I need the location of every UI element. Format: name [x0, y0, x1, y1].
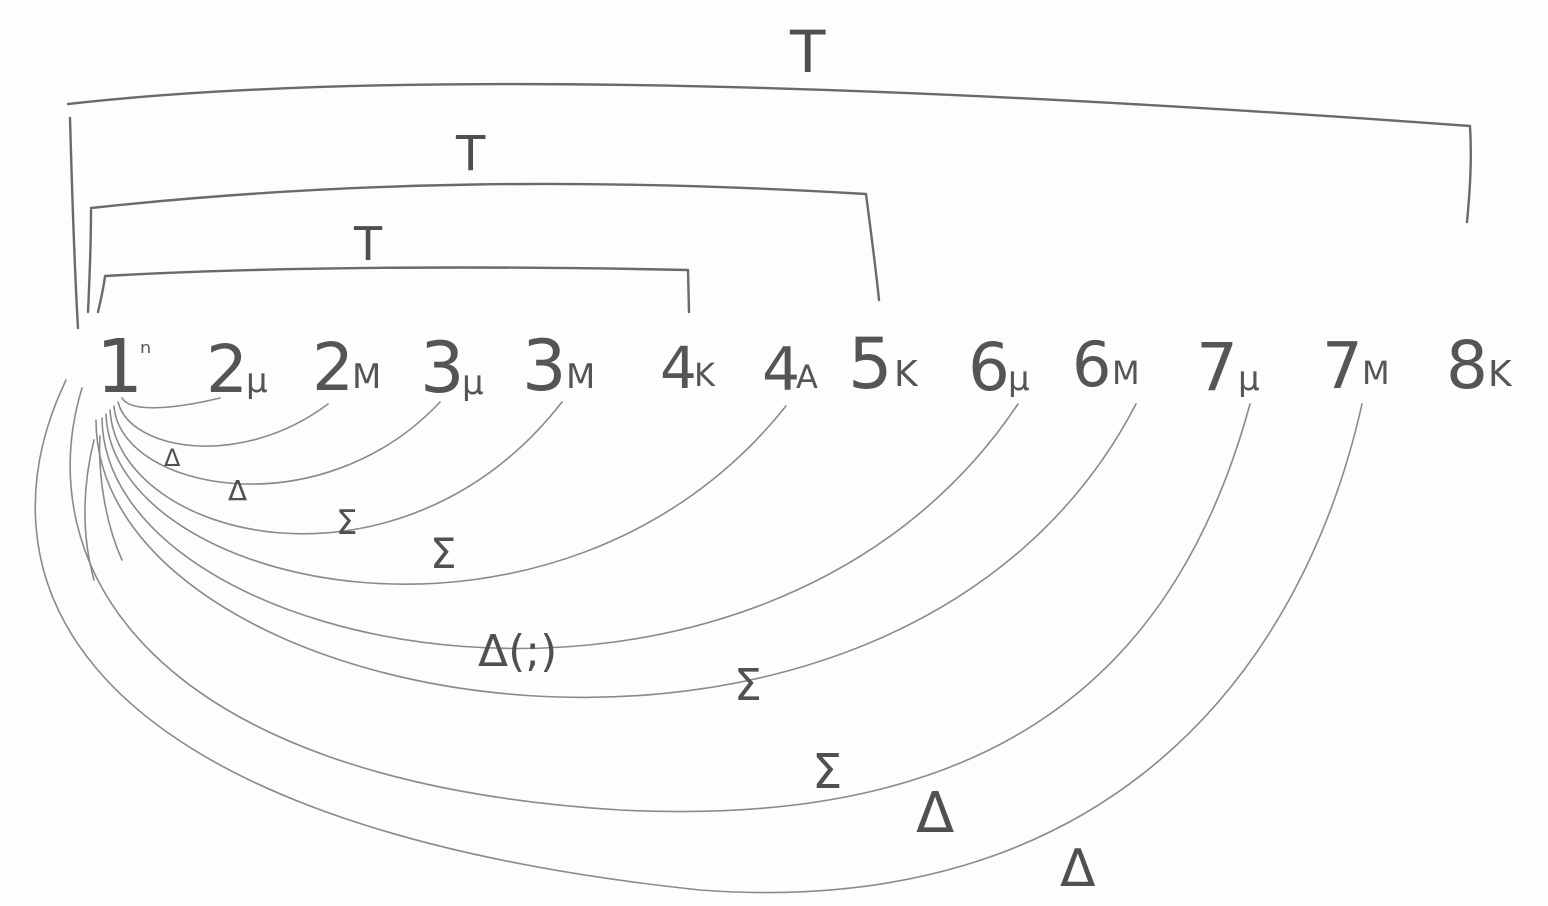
arc-4A — [105, 405, 787, 585]
arc-3m — [113, 401, 441, 485]
arc-7M — [34, 379, 1363, 894]
symbol-arc-6m: Σ — [734, 660, 762, 711]
bracket-label-fourth: T — [353, 217, 383, 271]
arc-2m — [121, 397, 221, 409]
note-7M-quality: Μ — [1362, 354, 1390, 392]
note-4A-degree: 4 — [762, 335, 800, 405]
note-4P-degree: 4 — [660, 334, 697, 402]
note-8P-degree: 8 — [1446, 327, 1488, 404]
note-1-quality: ⁿ — [140, 336, 151, 369]
note-2M-degree: 2 — [312, 329, 354, 406]
arc-2M — [117, 401, 329, 447]
symbol-arc-7M: Δ — [1060, 839, 1096, 899]
note-1-degree: 1 — [96, 324, 143, 410]
note-7M-degree: 7 — [1322, 330, 1363, 404]
note-5P-degree: 5 — [848, 323, 893, 405]
note-8P-quality: Κ — [1488, 354, 1513, 395]
arc-extra — [84, 439, 95, 581]
note-row: 1 ⁿ 2 μ 2 Μ 3 μ 3 Μ 4 Κ 4 Α 5 Κ — [96, 323, 1513, 410]
note-3M-degree: 3 — [522, 325, 567, 407]
note-6m: 6 μ — [968, 329, 1030, 406]
note-6M: 6 Μ — [1072, 328, 1140, 401]
note-2m-quality: μ — [246, 361, 268, 401]
note-7m-quality: μ — [1238, 359, 1260, 399]
note-2m: 2 μ — [206, 331, 268, 408]
note-1: 1 ⁿ — [96, 324, 151, 410]
interval-arcs — [34, 379, 1363, 894]
arc-6m — [101, 403, 1019, 650]
symbol-arc-3m: Σ — [336, 503, 357, 543]
note-3m: 3 μ — [420, 327, 484, 409]
bracket-fifth — [86, 182, 881, 314]
bracket-label-octave: T — [789, 18, 826, 86]
note-7m: 7 μ — [1196, 329, 1260, 406]
note-6m-degree: 6 — [968, 329, 1010, 406]
note-3M: 3 Μ — [522, 325, 595, 407]
symbol-arc-6M: Σ — [812, 744, 842, 800]
arc-extra — [98, 435, 123, 561]
note-4P: 4 Κ — [660, 334, 716, 402]
brackets: T T T — [66, 18, 1473, 330]
note-4A: 4 Α — [762, 335, 818, 405]
arc-3M — [109, 401, 563, 535]
note-2M: 2 Μ — [312, 329, 381, 406]
note-3m-quality: μ — [462, 363, 484, 403]
note-4P-quality: Κ — [694, 356, 716, 394]
arc-6M — [95, 403, 1137, 699]
note-6M-quality: Μ — [1112, 354, 1140, 392]
note-2m-degree: 2 — [206, 331, 248, 408]
note-7m-degree: 7 — [1196, 329, 1238, 406]
symbol-arc-7m: Δ — [916, 781, 954, 846]
bracket-fourth — [96, 266, 691, 314]
note-2M-quality: Μ — [352, 357, 381, 397]
note-5P-quality: Κ — [894, 354, 919, 395]
note-8P: 8 Κ — [1446, 327, 1513, 404]
note-6m-quality: μ — [1008, 359, 1030, 399]
note-5P: 5 Κ — [848, 323, 919, 405]
symbol-arc-2M: Δ — [228, 474, 247, 507]
note-7M: 7 Μ — [1322, 330, 1390, 404]
bracket-label-fifth: T — [455, 126, 486, 182]
note-3m-degree: 3 — [420, 327, 465, 409]
note-6M-degree: 6 — [1072, 328, 1111, 401]
bracket-octave — [66, 82, 1473, 330]
symbol-arc-4A: Δ(;) — [478, 626, 557, 677]
arc-7m — [69, 387, 1251, 813]
note-4A-quality: Α — [796, 358, 818, 396]
symbol-arc-3M: Σ — [430, 529, 457, 578]
arc-symbols: Δ Δ Σ Σ Δ(;) Σ Σ Δ Δ — [164, 444, 1096, 899]
symbol-arc-2m: Δ — [164, 444, 181, 472]
note-3M-quality: Μ — [566, 357, 595, 397]
